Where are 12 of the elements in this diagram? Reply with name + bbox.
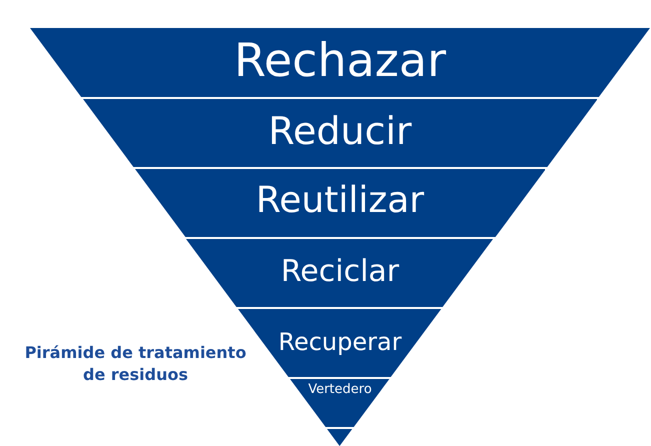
pyramid-band [30, 28, 650, 97]
band-label: Rechazar [232, 37, 448, 84]
band-label: Reutilizar [254, 183, 426, 220]
pyramid-tip [327, 429, 353, 446]
band-label: Reducir [267, 112, 413, 150]
pyramid-band [82, 99, 598, 167]
pyramid-band [186, 239, 494, 307]
pyramid-caption: Pirámide de tratamiento de residuos [24, 342, 248, 386]
pyramid-band [290, 379, 390, 427]
band-label: Reciclar [280, 256, 400, 286]
pyramid-band [134, 169, 546, 237]
band-label: Vertedero [307, 383, 373, 396]
